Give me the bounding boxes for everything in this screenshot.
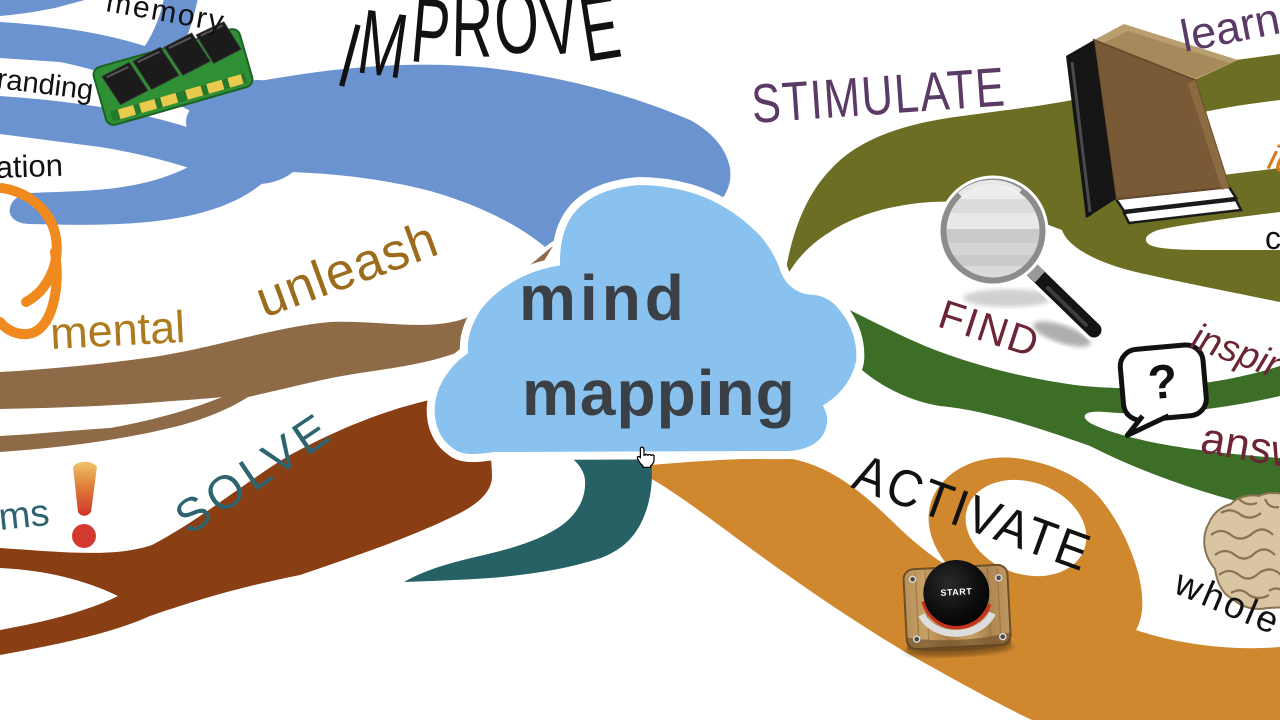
svg-text:mind: mind [519, 262, 688, 334]
svg-text:?: ? [1146, 355, 1180, 410]
svg-text:P: P [407, 0, 454, 85]
svg-text:O: O [492, 0, 542, 74]
svg-text:mapping: mapping [522, 357, 796, 429]
svg-text:learn: learn [1176, 0, 1280, 62]
svg-text:R: R [451, 0, 494, 77]
svg-text:mental: mental [49, 301, 187, 359]
svg-text:V: V [534, 0, 584, 76]
svg-text:ms: ms [0, 492, 51, 539]
svg-text:unleash: unleash [248, 210, 446, 329]
svg-text:c: c [1265, 220, 1280, 256]
svg-text:START: START [940, 586, 972, 598]
svg-text:ation: ation [0, 148, 63, 185]
